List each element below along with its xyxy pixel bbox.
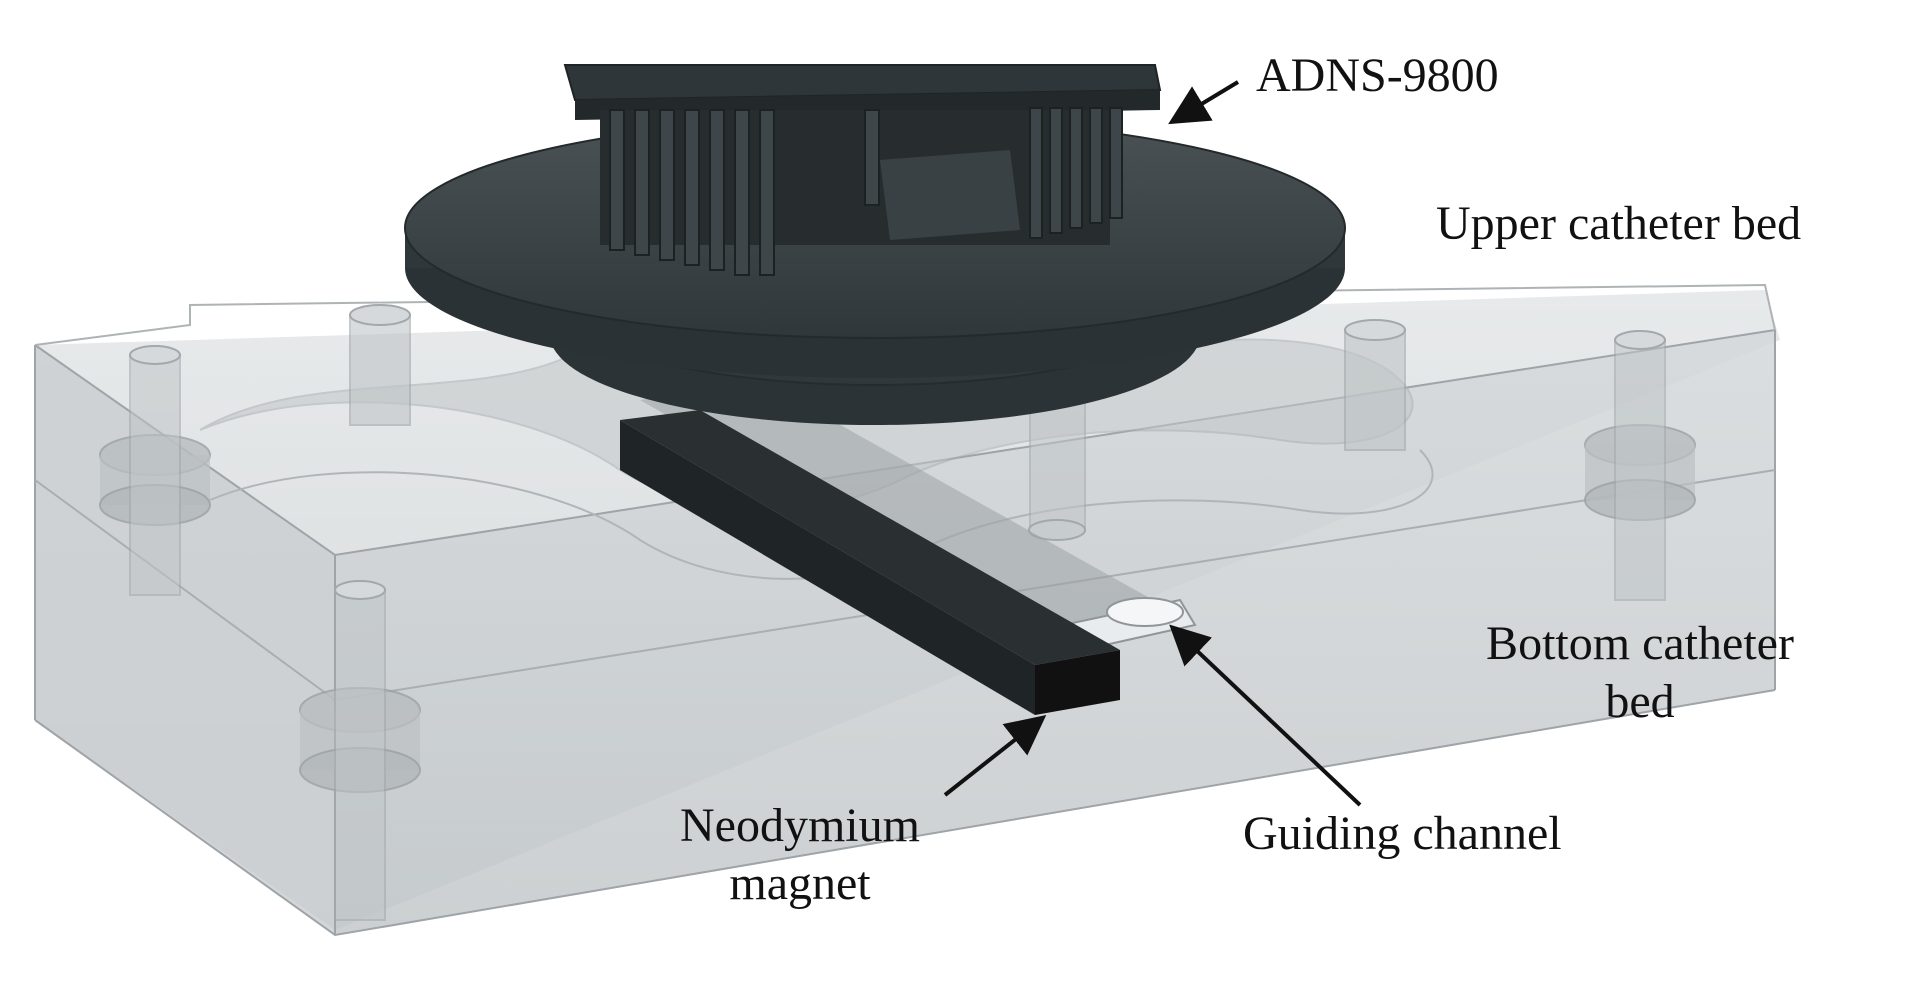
sensor-pins-right xyxy=(1029,107,1123,239)
arrow-guiding-channel xyxy=(1169,624,1362,807)
alignment-pins xyxy=(99,304,1696,921)
label-guiding-channel: Guiding channel xyxy=(1243,807,1562,860)
label-bottom-catheter-bed-line1: Bottom catheter xyxy=(1486,617,1794,670)
pin-front-left xyxy=(299,580,421,921)
label-upper-catheter-bed: Upper catheter bed xyxy=(1436,197,1802,250)
label-adns-9800: ADNS-9800 xyxy=(1256,49,1499,102)
pin-right xyxy=(1584,330,1696,601)
pin-back-left xyxy=(99,345,211,596)
label-neodymium-magnet-line1: Neodymium xyxy=(680,799,920,852)
callout-arrows xyxy=(943,80,1362,807)
pin-center xyxy=(1028,399,1086,541)
pin-back-center xyxy=(349,304,411,426)
label-bottom-catheter-bed: Bottom catheter bed xyxy=(1420,618,1860,728)
label-neodymium-magnet: Neodymium magnet xyxy=(640,800,960,910)
label-bottom-catheter-bed-line2: bed xyxy=(1605,675,1675,728)
sensor-pins-left xyxy=(609,109,880,276)
pin-back-right xyxy=(1344,319,1406,451)
arrow-neodymium-magnet xyxy=(943,715,1047,797)
adns-9800-sensor xyxy=(563,64,1162,276)
arrow-adns-9800 xyxy=(1168,80,1240,125)
label-neodymium-magnet-line2: magnet xyxy=(729,857,871,910)
neodymium-magnet xyxy=(620,410,1120,715)
